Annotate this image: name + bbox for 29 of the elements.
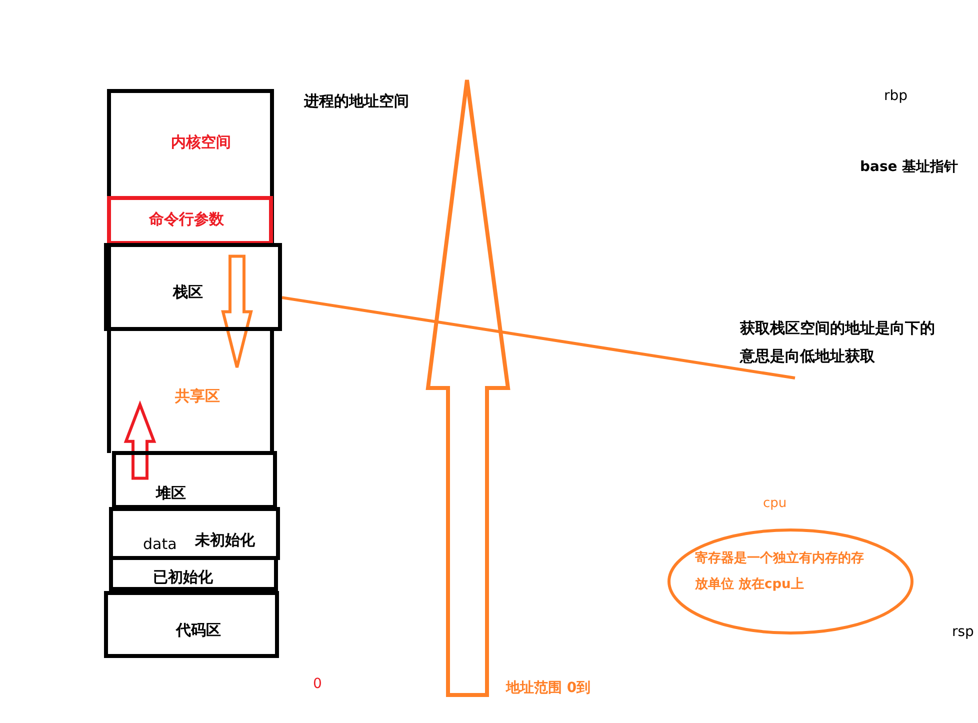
memory-segment-box [107, 89, 274, 246]
memory-segment-box [104, 243, 282, 331]
caption-text: cpu [763, 496, 787, 511]
note-text: 获取栈区空间的地址是向下的意思是向低地址获取 [740, 318, 936, 367]
memory-segment-box [109, 507, 280, 560]
memory-segment-box [107, 196, 273, 245]
memory-segment-box [112, 451, 277, 509]
text-label: 进程的地址空间 [304, 92, 409, 111]
segment-label: 堆区 [156, 484, 186, 503]
segment-label: 内核空间 [171, 133, 231, 152]
text-label: 0 [313, 676, 322, 692]
memory-segment-box [104, 591, 279, 658]
block-arrow [221, 254, 253, 369]
memory-segment-box [107, 329, 274, 453]
segment-label: 命令行参数 [149, 210, 224, 229]
segment-label: 共享区 [175, 387, 220, 406]
text-label: rsp [952, 624, 974, 640]
block-arrow [124, 400, 156, 480]
segment-label: 未初始化 [195, 531, 255, 550]
segment-label: 已初始化 [153, 568, 213, 587]
text-label: base 基址指针 [860, 158, 958, 176]
text-label: 地址范围 0到 [506, 679, 591, 697]
segment-label: data [143, 535, 177, 553]
ellipse-text: 寄存器是一个独立有内存的存放单位 放在cpu上 [695, 550, 865, 594]
text-label: rbp [884, 88, 908, 104]
segment-label: 代码区 [176, 621, 221, 640]
segment-label: 栈区 [173, 283, 203, 302]
leader-line [282, 296, 796, 380]
register-ellipse [667, 528, 914, 635]
